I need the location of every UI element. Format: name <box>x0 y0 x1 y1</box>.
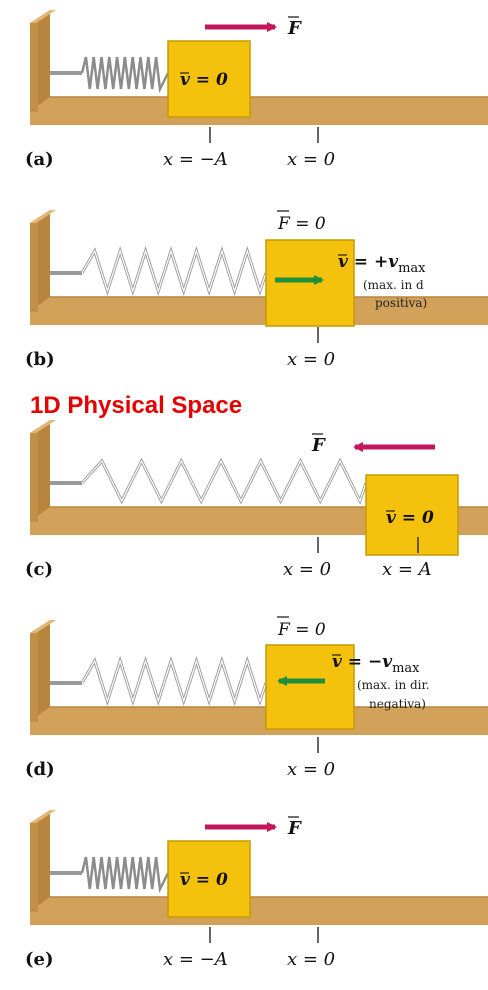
floor <box>30 97 488 125</box>
position-label: x = 0 <box>287 349 335 370</box>
note-line-2: negativa) <box>369 697 426 711</box>
position-label: x = 0 <box>287 949 335 970</box>
floor <box>30 707 488 735</box>
force-label: F <box>287 18 302 39</box>
wall-top <box>30 620 56 633</box>
panel-label: (b) <box>25 349 55 370</box>
wall-top <box>30 420 56 433</box>
mass-block <box>167 40 251 118</box>
mass-block <box>365 474 459 556</box>
force-label: F = 0 <box>277 620 326 640</box>
page-heading: 1D Physical Space <box>30 392 243 419</box>
wall-face <box>30 823 38 912</box>
spring <box>80 856 170 894</box>
spring-highlight <box>81 249 267 293</box>
position-label: x = −A <box>163 149 228 170</box>
panel-label: (c) <box>25 559 53 580</box>
spring-highlight <box>81 459 367 503</box>
floor <box>30 897 488 925</box>
wall-face <box>30 223 38 312</box>
position-label: x = 0 <box>283 559 331 580</box>
panel-c: Fv = 0 x = 0 x = A (c) <box>25 420 488 580</box>
spring-highlight <box>81 659 267 703</box>
panel-label: (d) <box>25 759 55 780</box>
position-label: x = 0 <box>287 149 335 170</box>
wall-face <box>30 633 38 722</box>
wall-top <box>30 810 56 823</box>
spring <box>80 56 170 94</box>
mass-block <box>265 644 355 730</box>
note-line-1: (max. in d <box>363 278 424 292</box>
position-label: x = A <box>382 559 432 580</box>
note-line-2: positiva) <box>375 296 427 310</box>
mass-block <box>265 239 355 327</box>
velocity-subscript: max <box>392 661 420 676</box>
force-label: F <box>311 435 326 456</box>
wall-top <box>30 10 56 23</box>
wall-face <box>30 23 38 112</box>
note-line-1: (max. in dir. <box>357 678 430 692</box>
wall-top <box>30 210 56 223</box>
velocity-label: v = 0 <box>386 508 434 528</box>
panel-d: F = 0v = −vmax(max. in dir.negativa)x = … <box>25 616 488 780</box>
force-label: F = 0 <box>277 214 326 234</box>
panel-label: (a) <box>25 149 54 170</box>
position-label: x = −A <box>163 949 228 970</box>
force-label: F <box>287 818 302 839</box>
floor <box>30 297 488 325</box>
panel-label: (e) <box>25 949 54 970</box>
position-label: x = 0 <box>287 759 335 780</box>
velocity-label: v = 0 <box>180 70 228 90</box>
velocity-label: v = 0 <box>180 870 228 890</box>
panel-a: Fv = 0 x = −A x = 0 (a) <box>25 10 488 170</box>
velocity-subscript: max <box>398 261 426 276</box>
panel-e: Fv = 0 x = −A x = 0 (e) <box>25 810 488 970</box>
wall-face <box>30 433 38 522</box>
mass-block <box>167 840 251 918</box>
